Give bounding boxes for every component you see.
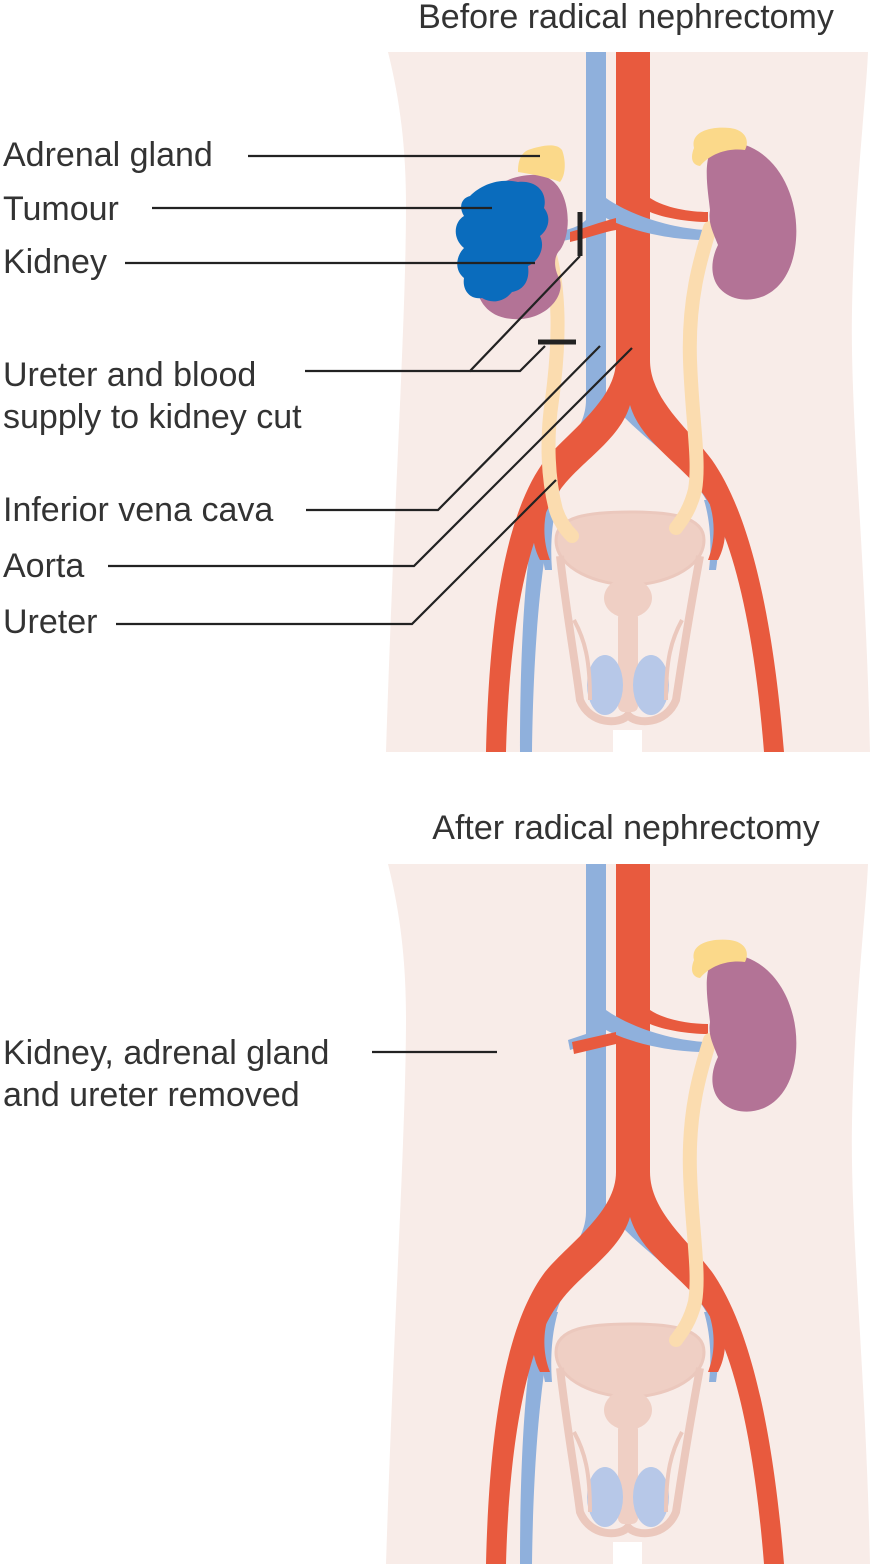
label-removed-line2: and ureter removed xyxy=(3,1076,300,1114)
panel-title-after: After radical nephrectomy xyxy=(432,809,819,847)
label-tumour: Tumour xyxy=(3,190,119,228)
panel-title-before: Before radical nephrectomy xyxy=(418,0,834,36)
cut-renal-artery-stub xyxy=(572,1032,616,1054)
label-adrenal-gland: Adrenal gland xyxy=(3,136,213,174)
leader-cut-ureter xyxy=(470,345,546,373)
label-ureter-blood-cut-line2: supply to kidney cut xyxy=(3,398,302,436)
leader-inferior-vena-cava xyxy=(306,345,601,512)
label-ureter: Ureter xyxy=(3,603,97,641)
label-ureter-blood-cut-line1: Ureter and blood xyxy=(3,356,256,394)
label-inferior-vena-cava: Inferior vena cava xyxy=(3,491,273,529)
leader-ureter xyxy=(116,479,557,626)
adrenal-gland-right xyxy=(518,145,565,182)
label-kidney: Kidney xyxy=(3,243,107,281)
leader-aorta xyxy=(108,347,633,568)
label-aorta: Aorta xyxy=(3,547,84,585)
tumour xyxy=(455,180,549,302)
label-removed-line1: Kidney, adrenal gland xyxy=(3,1034,329,1072)
body-after xyxy=(386,864,870,1564)
